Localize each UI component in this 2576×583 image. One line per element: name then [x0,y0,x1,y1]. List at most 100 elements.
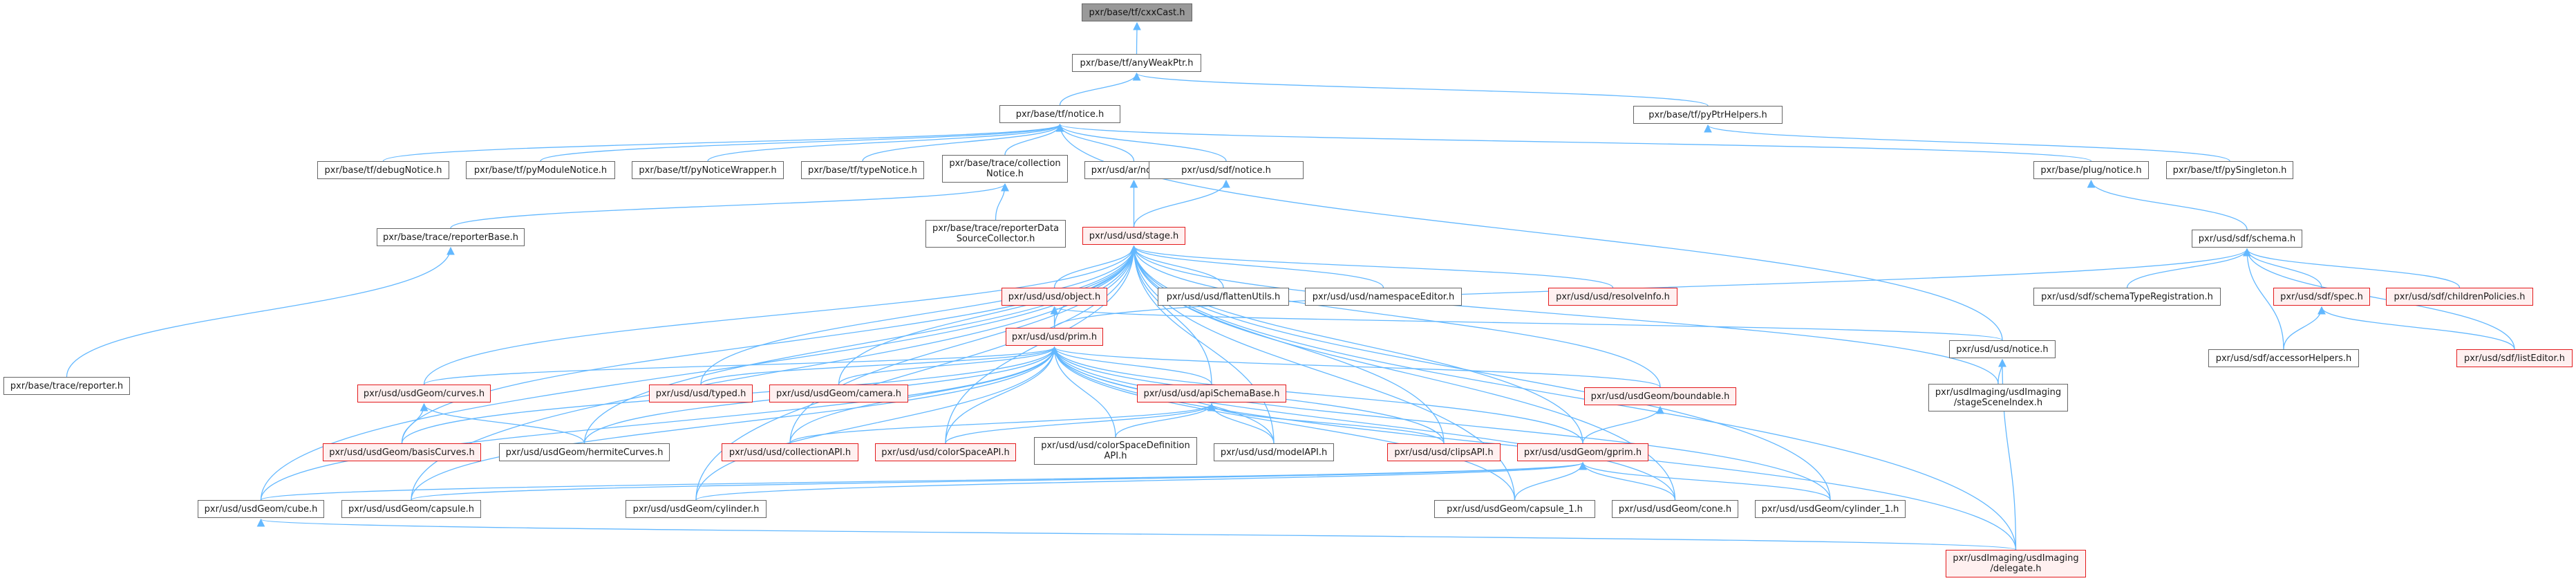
edge-namespaceEditor-to-stage [1129,245,1384,288]
edge-reporterData-to-collectionNotice [995,183,1009,221]
edge-modelAPI-to-stage [1129,245,1275,444]
node-schema[interactable]: pxr/usd/sdf/schema.h [2192,230,2302,248]
edge-capsule1-to-prim [1050,346,1516,501]
node-list-editor[interactable]: pxr/usd/sdf/listEditor.h [2456,349,2573,367]
node-namespace-editor[interactable]: pxr/usd/usd/namespaceEditor.h [1305,288,1462,306]
edge-apiSchemaBase-to-stage [1129,245,1212,385]
edge-camera-to-stage [838,245,1138,385]
node-cone[interactable]: pxr/usd/usdGeom/cone.h [1612,500,1738,518]
node-py-ptr-helpers[interactable]: pxr/base/tf/pyPtrHelpers.h [1633,106,1783,124]
edge-gprim-to-prim [1050,346,1583,444]
edge-camera-to-prim [838,346,1059,385]
node-camera[interactable]: pxr/usd/usdGeom/camera.h [769,385,908,402]
node-any-weak-ptr[interactable]: pxr/base/tf/anyWeakPtr.h [1072,54,1201,72]
node-boundable[interactable]: pxr/usd/usdGeom/boundable.h [1584,387,1736,405]
node-stage[interactable]: pxr/usd/usd/stage.h [1082,227,1185,245]
edge-cylinder1-to-gprim [1579,461,1831,501]
node-delegate[interactable]: pxr/usdImaging/usdImaging /delegate.h [1946,550,2086,577]
node-collection-a-p-i[interactable]: pxr/usd/usd/collectionAPI.h [722,443,858,461]
node-stage-scene-index[interactable]: pxr/usdImaging/usdImaging /stageSceneInd… [1928,384,2068,411]
edge-arNotice-to-tfNotice [1055,123,1135,162]
node-reporter-base[interactable]: pxr/base/trace/reporterBase.h [377,228,525,246]
edge-cube-to-prim [260,346,1059,501]
node-debug-notice[interactable]: pxr/base/tf/debugNotice.h [317,161,449,179]
edge-capsule1-to-gprim [1514,461,1587,501]
edge-cylinder-to-prim [695,346,1059,501]
node-accessor-helpers[interactable]: pxr/usd/sdf/accessorHelpers.h [2208,349,2359,367]
edge-stageSceneIndex-to-stage [1129,245,1999,385]
edge-cube-to-gprim [260,461,1587,501]
edge-typed-to-prim [700,346,1059,385]
node-cube[interactable]: pxr/usd/usdGeom/cube.h [198,500,324,518]
node-cxx-cast[interactable]: pxr/base/tf/cxxCast.h [1082,3,1192,21]
node-gprim[interactable]: pxr/usd/usdGeom/gprim.h [1517,443,1648,461]
edge-schema-to-plugNotice [2087,179,2248,230]
node-type-notice[interactable]: pxr/base/tf/typeNotice.h [801,161,924,179]
edge-capsule-to-gprim [411,461,1587,501]
node-py-notice-wrapper[interactable]: pxr/base/tf/pyNoticeWrapper.h [632,161,784,179]
edge-tfNotice-to-anyWeakPtr [1059,72,1141,106]
edge-curves-to-stage [423,245,1138,385]
node-curves[interactable]: pxr/usd/usdGeom/curves.h [357,385,491,402]
edge-usdNotice-to-object [1051,306,2003,341]
node-resolve-info[interactable]: pxr/usd/usd/resolveInfo.h [1548,288,1677,306]
edge-sdfNotice-to-tfNotice [1055,123,1227,162]
node-api-schema-base[interactable]: pxr/usd/usd/apiSchemaBase.h [1137,385,1286,402]
edge-spec-to-schema [2243,248,2322,288]
node-spec[interactable]: pxr/usd/sdf/spec.h [2273,288,2370,306]
edge-cylinder1-to-prim [1050,346,1831,501]
edge-plugNotice-to-tfNotice [1056,123,2092,162]
node-prim[interactable]: pxr/usd/usd/prim.h [1006,328,1103,346]
node-object[interactable]: pxr/usd/usd/object.h [1002,288,1107,306]
node-reporter[interactable]: pxr/base/trace/reporter.h [3,377,130,395]
node-py-module-notice[interactable]: pxr/base/tf/pyModuleNotice.h [466,161,615,179]
node-sdf-notice[interactable]: pxr/usd/sdf/notice.h [1149,161,1304,179]
edge-colorSpaceDefAPI-to-apiSchemaBase [1115,402,1216,438]
node-flatten-utils[interactable]: pxr/usd/usd/flattenUtils.h [1158,288,1289,306]
node-cylinder[interactable]: pxr/usd/usdGeom/cylinder.h [626,500,767,518]
edge-resolveInfo-to-stage [1129,245,1614,288]
edge-hermiteCurves-to-curves [420,402,585,444]
node-plug-notice[interactable]: pxr/base/plug/notice.h [2033,161,2149,179]
node-py-singleton[interactable]: pxr/base/tf/pySingleton.h [2166,161,2293,179]
edge-reporter-to-reporterBase [66,246,455,378]
edge-object-to-stage [1053,245,1138,288]
edge-flattenUtils-to-stage [1129,245,1224,288]
edge-gprim-to-boundable [1582,405,1664,444]
node-color-space-a-p-i[interactable]: pxr/usd/usd/colorSpaceAPI.h [875,443,1016,461]
edge-childrenPolicies-to-schema [2243,248,2461,288]
node-usd-notice[interactable]: pxr/usd/usd/notice.h [1949,340,2056,358]
node-clips-a-p-i[interactable]: pxr/usd/usd/clipsAPI.h [1387,443,1501,461]
edge-capsule-to-stage [411,245,1138,501]
edge-basisCurves-to-curves [401,402,429,444]
node-capsule1[interactable]: pxr/usd/usdGeom/capsule_1.h [1434,500,1595,518]
edge-stage-to-sdfNotice [1133,179,1230,228]
edge-reporterBase-to-collectionNotice [450,183,1009,229]
node-tf-notice[interactable]: pxr/base/tf/notice.h [999,105,1120,123]
node-capsule[interactable]: pxr/usd/usdGeom/capsule.h [341,500,481,518]
edge-modelAPI-to-apiSchemaBase [1207,402,1275,444]
node-typed[interactable]: pxr/usd/usd/typed.h [649,385,753,402]
edge-cone-to-gprim [1579,461,1676,501]
edge-boundable-to-prim [1050,346,1661,388]
edge-stageSceneIndex-to-usdNotice [1997,358,2006,385]
edge-cone-to-prim [1050,346,1676,501]
edge-prim-to-stage [1053,245,1138,328]
node-hermite-curves[interactable]: pxr/usd/usdGeom/hermiteCurves.h [499,443,670,461]
edge-pyPtrHelpers-to-anyWeakPtr [1133,72,1709,107]
node-model-a-p-i[interactable]: pxr/usd/usd/modelAPI.h [1214,443,1334,461]
node-children-policies[interactable]: pxr/usd/sdf/childrenPolicies.h [2386,288,2533,306]
node-color-space-def-a-p-i[interactable]: pxr/usd/usd/colorSpaceDefinition API.h [1034,437,1197,465]
edge-colorSpaceDefAPI-to-prim [1050,346,1116,438]
edge-schemaTypeReg-to-schema [2126,248,2251,288]
edge-usdNotice-to-tfNotice [1055,123,2003,341]
edge-listEditor-to-spec [2318,306,2515,350]
node-collection-notice[interactable]: pxr/base/trace/collection Notice.h [942,155,1068,183]
node-basis-curves[interactable]: pxr/usd/usdGeom/basisCurves.h [323,443,481,461]
edge-capsule-to-prim [411,346,1059,501]
edge-apiSchemaBase-to-prim [1050,346,1212,385]
node-reporter-data[interactable]: pxr/base/trace/reporterData SourceCollec… [925,220,1066,248]
edge-clipsAPI-to-stage [1129,245,1445,444]
node-schema-type-reg[interactable]: pxr/usd/sdf/schemaTypeRegistration.h [2033,288,2221,306]
node-cylinder1[interactable]: pxr/usd/usdGeom/cylinder_1.h [1755,500,1906,518]
